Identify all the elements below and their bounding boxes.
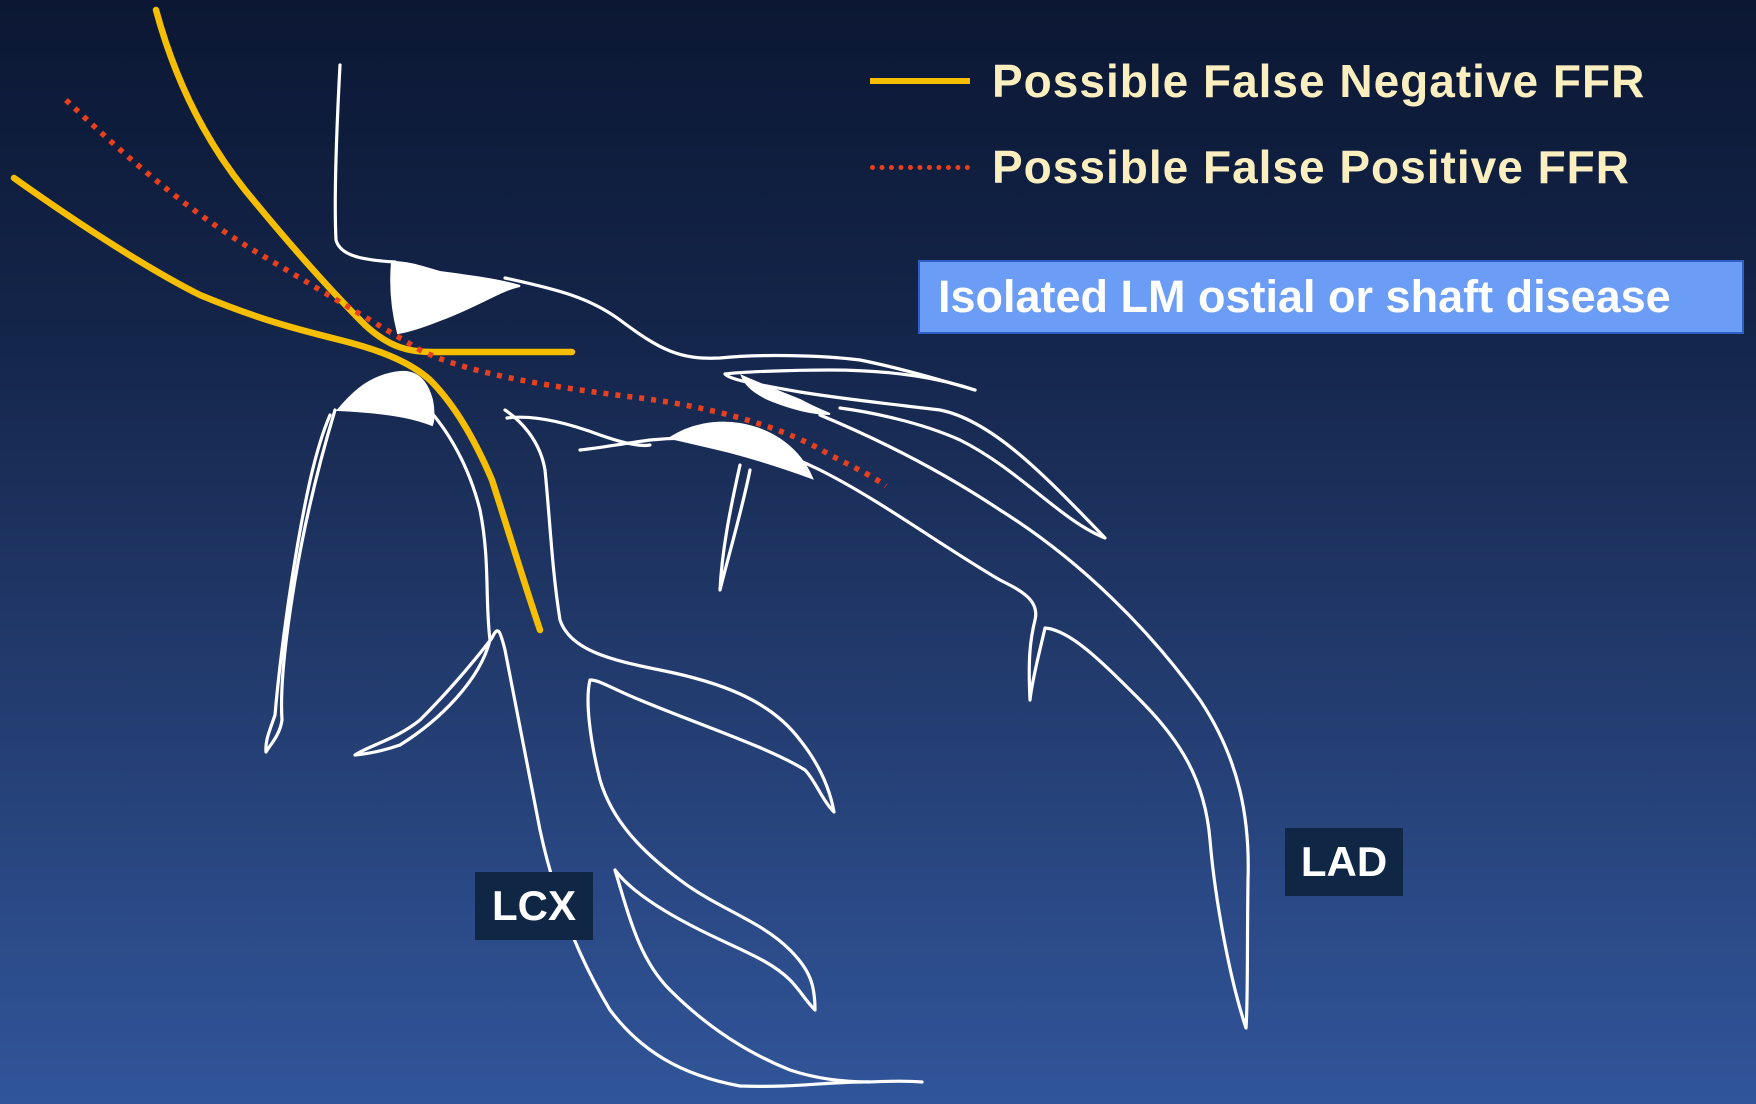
lm-ostial-stenosis	[391, 262, 520, 333]
legend-solid-line-swatch	[870, 78, 970, 84]
lad-label: LAD	[1285, 828, 1403, 896]
lad-main-outline	[580, 415, 1248, 1028]
false-negative-paths	[14, 10, 572, 630]
legend-dotted-line-swatch	[870, 165, 970, 170]
obtuse-marginal-left	[266, 410, 335, 752]
legend-false-negative-label: Possible False Negative FFR	[992, 54, 1645, 108]
lad-proximal-stenosis	[670, 423, 812, 478]
lcx-right-wall	[505, 410, 870, 1082]
lcx-ostial-stenosis	[338, 372, 434, 425]
false-negative-path-2	[14, 178, 540, 630]
legend-false-positive: Possible False Positive FFR	[870, 140, 1630, 194]
legend-false-negative: Possible False Negative FFR	[870, 54, 1645, 108]
legend-false-positive-label: Possible False Positive FFR	[992, 140, 1630, 194]
lcx-left-wall	[355, 400, 922, 1086]
catheter-outline	[335, 65, 395, 262]
vessel-tree	[266, 65, 1248, 1086]
lad-side-branch	[720, 465, 750, 590]
lcx-label: LCX	[475, 872, 593, 940]
lm-disease-callout: Isolated LM ostial or shaft disease	[918, 260, 1744, 334]
